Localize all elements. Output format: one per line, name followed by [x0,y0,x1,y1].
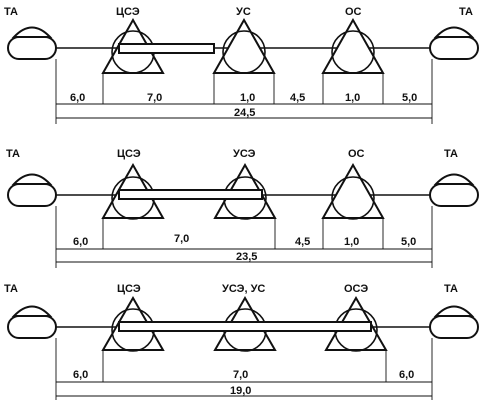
dimension-label: 5,0 [402,92,417,104]
total-dimension-label: 24,5 [234,107,255,119]
label-node-1: ЦСЭ [117,148,141,160]
dimension-lines [55,59,433,124]
dimension-label: 6,0 [399,369,414,381]
dimension-label: 7,0 [147,92,162,104]
dimension-label: 4,5 [295,236,310,248]
label-node-2: УС [236,6,251,18]
diagram-row-1: ТА ЦСЭ УС ОС ТА [4,6,479,124]
dimension-lines [55,206,433,268]
label-ta-right: ТА [444,283,458,295]
label-node-3: ОС [348,148,365,160]
dimension-label: 7,0 [174,233,189,245]
label-node-2: УСЭ, УС [222,283,265,295]
dimension-label: 5,0 [401,236,416,248]
total-dimension-label: 19,0 [230,385,251,397]
label-node-3: ОС [345,6,362,18]
dimension-label: 1,0 [240,92,255,104]
label-node-1: ЦСЭ [117,283,141,295]
terminal-icon-right [429,26,479,60]
dimension-lines [55,338,433,400]
terminal-icon-left [7,26,57,60]
terminal-icon-right [429,305,479,339]
dimension-label: 6,0 [70,92,85,104]
label-node-1: ЦСЭ [116,6,140,18]
total-dimension-label: 23,5 [236,251,257,263]
label-ta-left: ТА [4,283,18,295]
terminal-icon-left [7,173,57,207]
diagram-row-2: ТА ЦСЭ УСЭ ОС ТА [6,148,479,268]
cable-bar [118,189,263,200]
diagram-row-3: ТА ЦСЭ УСЭ, УС ОСЭ ТА [4,283,479,400]
label-ta-left: ТА [6,148,20,160]
label-ta-left: ТА [4,6,18,18]
station-icon-2 [212,17,276,74]
dimension-label: 4,5 [290,92,305,104]
dimension-label: 7,0 [233,369,248,381]
dimension-label: 1,0 [344,236,359,248]
dimension-label: 6,0 [73,236,88,248]
station-icon-3 [321,162,385,220]
dimension-label: 1,0 [345,92,360,104]
cable-bar [118,321,372,332]
label-node-3: ОСЭ [344,283,368,295]
label-node-2: УСЭ [233,148,256,160]
terminal-icon-left [7,305,57,339]
dimension-label: 6,0 [73,369,88,381]
label-ta-right: ТА [444,148,458,160]
cable-bar [118,43,215,54]
label-ta-right: ТА [459,6,473,18]
terminal-icon-right [429,173,479,207]
station-icon-3 [321,17,385,74]
